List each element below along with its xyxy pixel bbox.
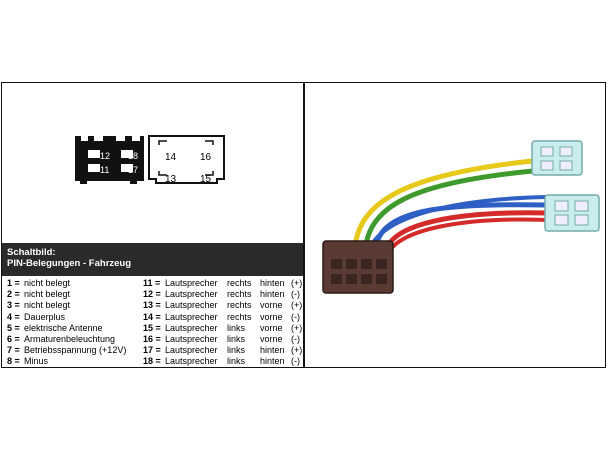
pin-label-15: 15: [200, 174, 212, 185]
pin-description: Lautsprecher: [165, 289, 218, 300]
pin-label-17: 17: [128, 165, 138, 175]
pin-position: vorne: [260, 300, 283, 311]
product-frame: 12 18 11 17 14 16 13 15 Schaltbild: PIN-…: [1, 82, 606, 368]
pin-side: rechts: [227, 278, 252, 288]
pin-side: links: [227, 334, 246, 344]
pin-number: 2 =: [7, 289, 20, 300]
caption-title: Schaltbild:: [7, 247, 56, 258]
pin-number: 5 =: [7, 322, 20, 333]
left-connector-block: 12 18 11 17: [75, 136, 144, 184]
pin-number: 6 =: [7, 334, 20, 344]
pin-description: Lautsprecher: [165, 345, 218, 356]
pin-signal: (-): [291, 356, 300, 367]
pin-description: Lautsprecher: [165, 311, 218, 322]
pin-description: elektrische Antenne: [24, 322, 103, 333]
pin-label-12: 12: [100, 151, 110, 161]
pin-signal: (-): [291, 311, 300, 322]
caption-subtitle: PIN-Belegungen - Fahrzeug: [7, 258, 132, 269]
pin-number: 12 =: [143, 289, 161, 300]
pin-label-16: 16: [200, 152, 212, 163]
pin-position: vorne: [260, 311, 283, 322]
cable-harness-illustration: [322, 140, 600, 294]
pin-position: hinten: [260, 278, 285, 288]
pin-number: 4 =: [7, 311, 20, 322]
pin-number: 13 =: [143, 300, 161, 311]
pin-description: nicht belegt: [24, 289, 71, 300]
pin-position: hinten: [260, 289, 285, 300]
speaker-connector-top: [531, 140, 583, 176]
pin-signal: (-): [291, 334, 300, 344]
pin-description: Betriebsspannung (+12V): [24, 345, 127, 356]
pin-number: 17 =: [143, 345, 161, 356]
pin-side: rechts: [227, 311, 252, 322]
pin-description: Lautsprecher: [165, 300, 218, 311]
pin-description: Armaturenbeleuchtung: [24, 334, 116, 344]
pin-label-18: 18: [128, 151, 138, 161]
pin-number: 8 =: [7, 356, 20, 367]
right-connector-block: 14 16 13 15: [148, 135, 225, 185]
pin-signal: (+): [291, 278, 303, 288]
pin-description: Lautsprecher: [165, 356, 218, 367]
diagram-panel: 12 18 11 17 14 16 13 15 Schaltbild: PIN-…: [2, 83, 305, 367]
pin-signal: (+): [291, 322, 303, 333]
pin-side: rechts: [227, 300, 252, 311]
pin-description: Lautsprecher: [165, 278, 218, 288]
pin-number: 18 =: [143, 356, 161, 367]
iso-plug: [322, 240, 394, 294]
pin-description: nicht belegt: [24, 300, 71, 311]
pin-side: links: [227, 356, 246, 367]
pin-side: links: [227, 322, 246, 333]
pin-description: Lautsprecher: [165, 322, 218, 333]
pin-signal: (+): [291, 300, 303, 311]
product-photo-panel: [307, 83, 605, 367]
pin-position: vorne: [260, 322, 283, 333]
pin-number: 11 =: [143, 278, 161, 288]
pin-label-11: 11: [100, 165, 109, 175]
pin-description: Dauerplus: [24, 311, 66, 322]
pin-position: hinten: [260, 356, 285, 367]
pin-number: 7 =: [7, 345, 20, 356]
pin-description: Minus: [24, 356, 49, 367]
pin-label-13: 13: [165, 174, 177, 185]
pin-description: nicht belegt: [24, 278, 71, 288]
pin-label-14: 14: [165, 152, 177, 163]
pin-number: 16 =: [143, 334, 161, 344]
wire-green: [362, 168, 536, 254]
wire-red-2: [385, 217, 549, 257]
pin-number: 1 =: [7, 278, 20, 288]
speaker-connector-bottom: [544, 194, 600, 232]
pin-number: 14 =: [143, 311, 161, 322]
pin-side: rechts: [227, 289, 252, 300]
pin-signal: (+): [291, 345, 303, 356]
pin-position: vorne: [260, 334, 283, 344]
pin-number: 3 =: [7, 300, 20, 311]
pin-number: 15 =: [143, 322, 161, 333]
pin-side: links: [227, 345, 246, 356]
pin-description: Lautsprecher: [165, 334, 218, 344]
connector-pinout-diagram: 12 18 11 17 14 16 13 15: [75, 135, 225, 185]
pinout-caption: Schaltbild: PIN-Belegungen - Fahrzeug: [2, 243, 303, 276]
pin-signal: (-): [291, 289, 300, 300]
pin-position: hinten: [260, 345, 285, 356]
wire-blue-2: [367, 195, 549, 253]
wire-yellow: [352, 158, 535, 251]
